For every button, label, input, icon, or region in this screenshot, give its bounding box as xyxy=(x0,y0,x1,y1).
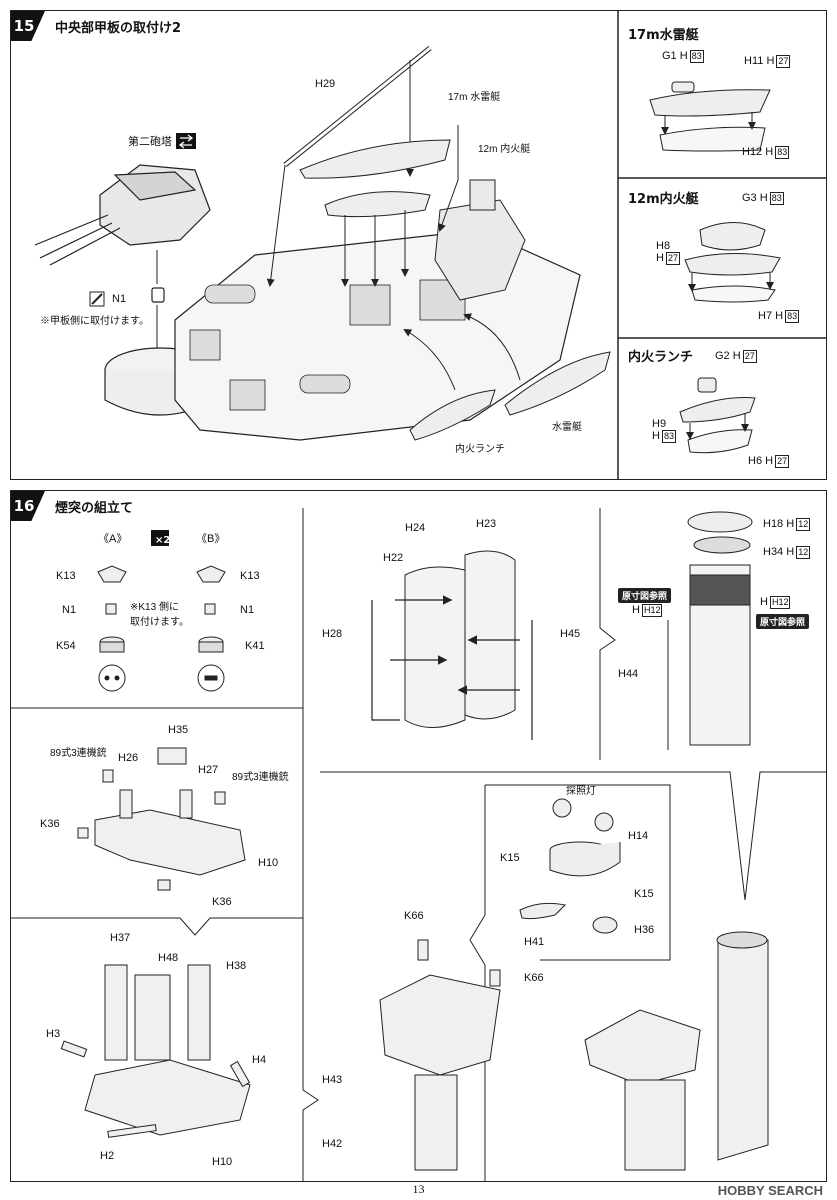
launch-label: 内火ランチ xyxy=(455,444,505,455)
boat17-label: 17m 水雷艇 xyxy=(448,92,501,103)
k15b-label: K15 xyxy=(634,888,654,900)
boat12-label: 12m 内火艇 xyxy=(478,144,531,155)
h35-label: H35 xyxy=(168,724,189,736)
n1-left: N1 xyxy=(62,604,77,616)
n1-right: N1 xyxy=(240,604,255,616)
h10-label-top: H10 xyxy=(258,857,279,869)
mg2-label: 89式3連機銃 xyxy=(232,772,289,783)
deck-note: ※甲板側に取付けます。 xyxy=(40,316,149,327)
k54-label: K54 xyxy=(56,640,76,652)
step-title: 中央部甲板の取付け2 xyxy=(55,21,182,36)
h3-label: H3 xyxy=(46,1028,61,1040)
h43-label: H43 xyxy=(322,1074,343,1086)
ref-tag-left: 原寸図参照 xyxy=(618,588,672,603)
k36a-label: K36 xyxy=(40,818,60,830)
k13-left: K13 xyxy=(56,570,76,582)
h48-label: H48 xyxy=(158,952,179,964)
step16-panel: 16 煙突の組立て xyxy=(10,490,827,1182)
svg-text:×2: ×2 xyxy=(155,535,170,546)
h14-label: H14 xyxy=(628,830,649,842)
searchlight-title: 探照灯 xyxy=(566,786,596,797)
k66a-label: K66 xyxy=(404,910,424,922)
part-n1-label: N1 xyxy=(112,293,127,305)
step-title: 煙突の組立て xyxy=(55,501,134,516)
k13-right: K13 xyxy=(240,570,260,582)
h23-label: H23 xyxy=(476,518,497,530)
ref-tag-right: 原寸図参照 xyxy=(756,614,810,629)
h36-label: H36 xyxy=(634,924,655,936)
h28-label: H28 xyxy=(322,628,343,640)
k15a-label: K15 xyxy=(500,852,520,864)
k41-label: K41 xyxy=(245,640,265,652)
h24-label: H24 xyxy=(405,522,426,534)
k13-note: ※K13 側に 取付けます。 xyxy=(130,602,189,628)
h2-label: H2 xyxy=(100,1150,115,1162)
turret-label: 第二砲塔 xyxy=(128,136,172,148)
sub-title-12m: 12m内火艇 xyxy=(628,192,699,207)
h4-label: H4 xyxy=(252,1054,267,1066)
page-number: 13 xyxy=(412,1182,425,1196)
turret-drawing xyxy=(34,164,211,303)
h27-label: H27 xyxy=(198,764,219,776)
h22-label: H22 xyxy=(383,552,404,564)
h37-label: H37 xyxy=(110,932,131,944)
h41-label: H41 xyxy=(524,936,545,948)
sub-title-17m: 17m水雷艇 xyxy=(628,28,699,43)
sub-title-launch: 内火ランチ xyxy=(628,350,694,365)
watermark: HOBBY SEARCH xyxy=(717,1183,823,1198)
h29-label: H29 xyxy=(315,78,336,90)
k36b-label: K36 xyxy=(212,896,232,908)
k66b-label: K66 xyxy=(524,972,544,984)
h45-label: H45 xyxy=(560,628,581,640)
h44-label: H44 xyxy=(618,668,639,680)
h38-label: H38 xyxy=(226,960,247,972)
h10-label-base: H10 xyxy=(212,1156,233,1168)
torpedo-label: 水雷艇 xyxy=(552,422,582,433)
label-a: 《A》 xyxy=(98,533,128,545)
step15-panel: 15 中央部甲板の取付け2 xyxy=(10,10,827,480)
h42-label: H42 xyxy=(322,1138,343,1150)
label-b: 《B》 xyxy=(196,533,226,545)
mg1-label: 89式3連機銃 xyxy=(50,748,107,759)
h26-label: H26 xyxy=(118,752,139,764)
